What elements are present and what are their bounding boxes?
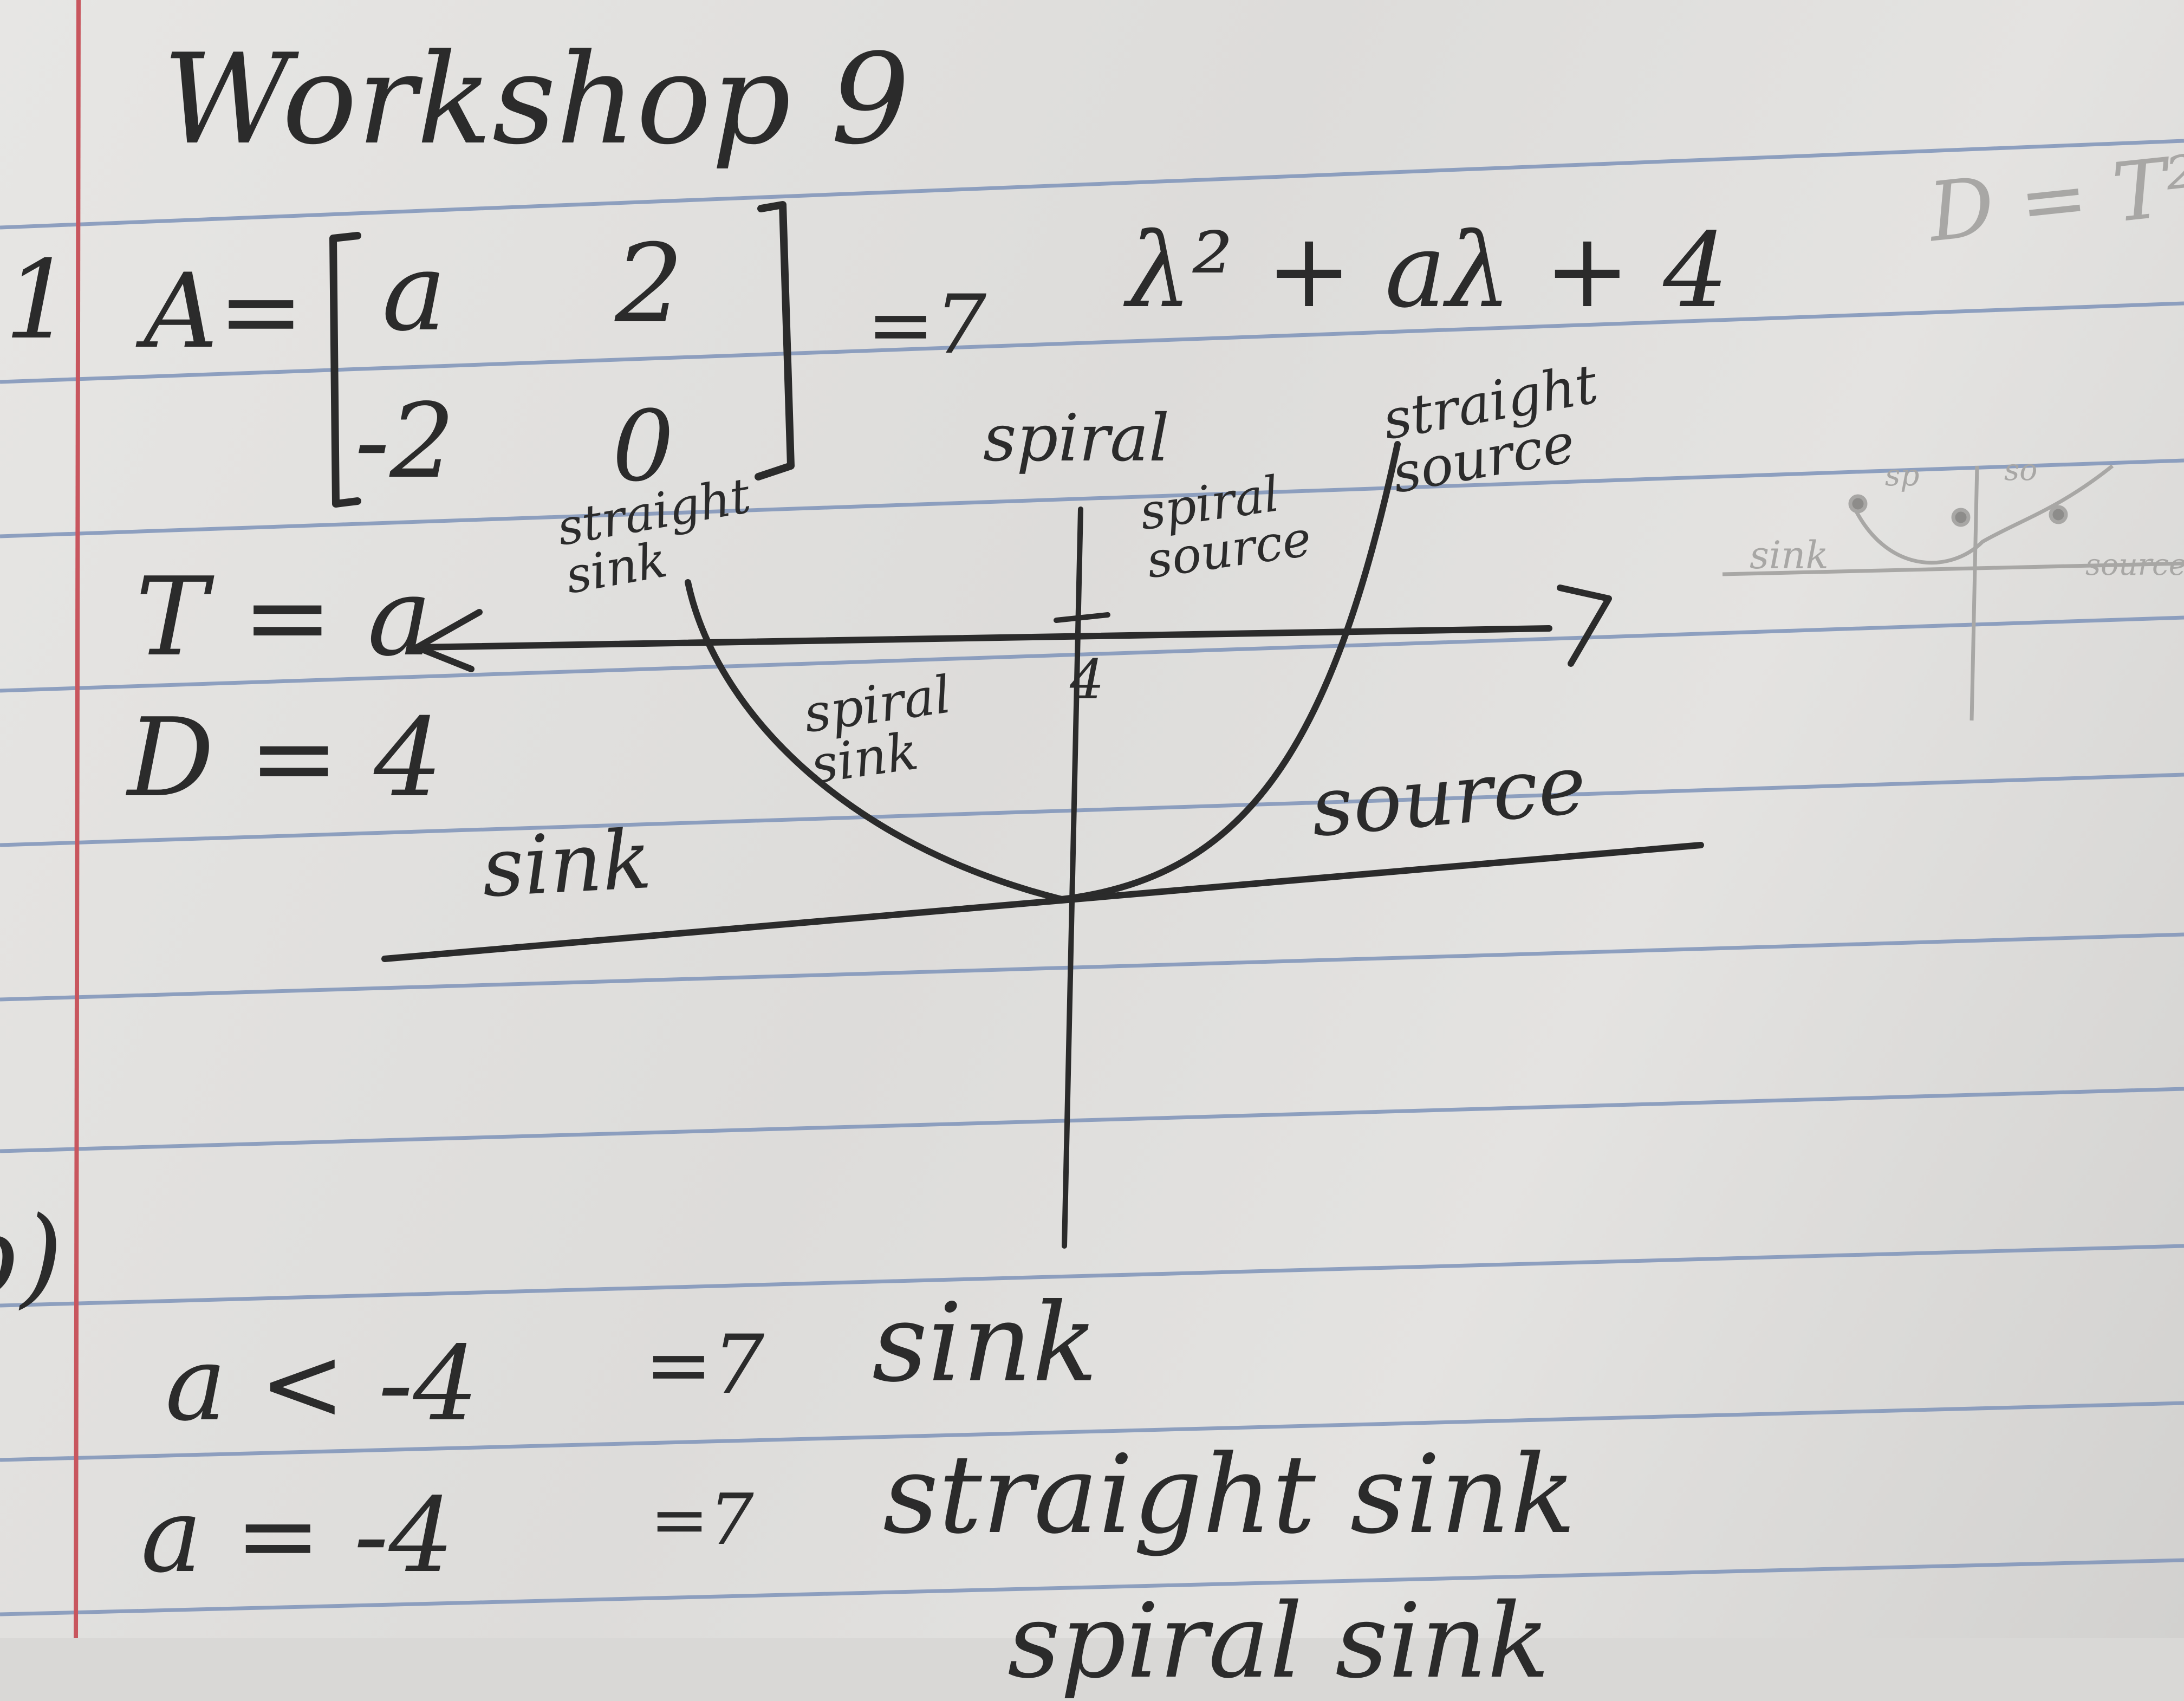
answer-result: sink	[872, 1280, 1098, 1406]
mini-label-source: source	[2085, 547, 2184, 582]
page-title: Workshop 9	[162, 28, 910, 172]
part-marker: b)	[0, 1193, 63, 1320]
trace-equation: T = a	[135, 554, 432, 680]
trace-determinant-plane	[381, 441, 1704, 1249]
answer-condition: a < -4	[165, 1324, 479, 1444]
matrix-right-bracket	[755, 201, 795, 481]
tick-label: 4	[1070, 648, 1104, 711]
mini-label-sp: sp	[1885, 458, 1920, 492]
matrix-entry: a	[382, 229, 447, 355]
t-axis-left-arrowhead	[414, 609, 483, 672]
ruled-lines	[0, 139, 2184, 1616]
characteristic-polynomial: λ² + aλ + 4	[1127, 211, 1729, 330]
matrix-label: A=	[144, 251, 304, 371]
determinant-equation: D = 4	[127, 695, 443, 821]
region-label-spiral-source: spiral source	[1136, 465, 1315, 590]
d-axis-tick	[1054, 612, 1110, 623]
matrix-entry: 0	[612, 390, 674, 503]
region-label-spiral: spiral	[983, 401, 1170, 476]
matrix-left-bracket	[329, 232, 361, 508]
matrix-entry: -2	[355, 381, 456, 501]
t-axis	[414, 625, 1552, 651]
answer-condition: a = -4	[141, 1476, 454, 1595]
region-label-sink: sink	[479, 812, 654, 916]
answer-implies: =7	[650, 1478, 754, 1561]
margin-line	[74, 0, 81, 1638]
problem-number: 1	[4, 237, 74, 363]
t-axis-right-arrowhead	[1557, 585, 1612, 667]
implies-arrow: =7	[867, 278, 987, 372]
matrix-entry: 2	[615, 221, 684, 347]
boundary-line	[381, 842, 1704, 962]
d-axis	[1062, 507, 1083, 1249]
answer-result: straight sink	[883, 1432, 1576, 1558]
answer-partial-line: spiral sink	[1007, 1581, 1550, 1701]
answer-implies: =7	[645, 1318, 765, 1412]
page-drawing	[0, 0, 2184, 1638]
region-label-source: source	[1307, 737, 1590, 855]
mini-label-sink: sink	[1750, 533, 1829, 577]
mini-label-so: so	[2004, 452, 2038, 487]
mini-diagram	[1722, 464, 2184, 721]
